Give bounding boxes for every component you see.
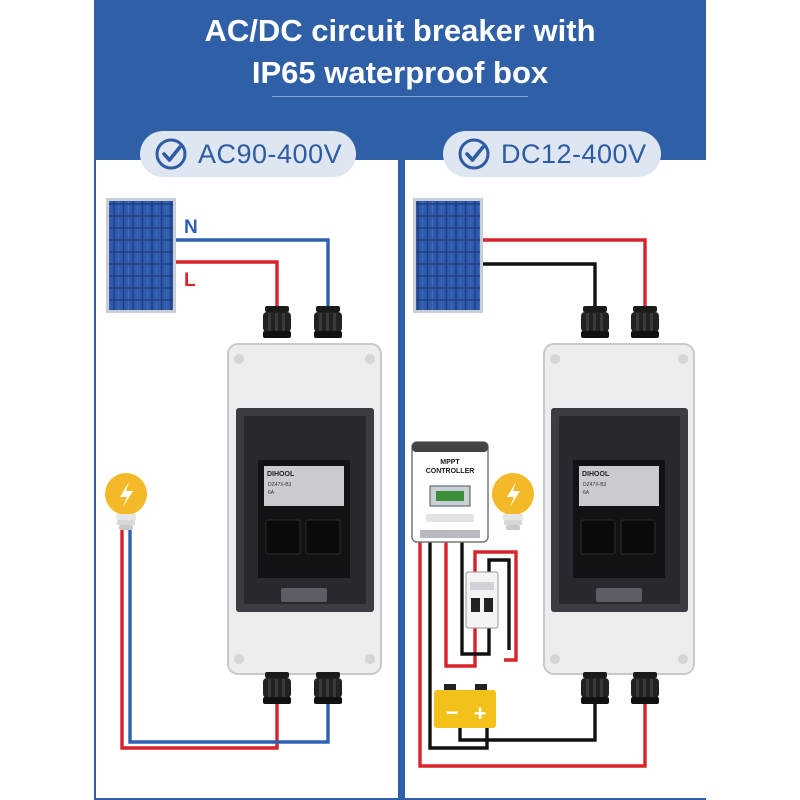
ac-voltage-label: AC90-400V — [198, 138, 343, 169]
dc-load-negative-wire — [487, 558, 511, 650]
dc-voltage-badge: DC12-400V — [443, 131, 661, 177]
dc-breaker-box: DIHOOL DZ47X-B3 6A — [543, 343, 695, 675]
dc-load-positive-wire — [473, 550, 518, 662]
dc-negative-wire-top — [483, 262, 597, 318]
battery-minus-label: − — [446, 700, 459, 725]
ac-breaker-model: DZ47X-B3 — [268, 482, 292, 488]
dc-controller-positive-wire — [444, 540, 477, 668]
ac-solar-panel — [106, 198, 176, 313]
mppt-controller-icon: MPPT CONTROLLER — [411, 441, 489, 543]
dc-solar-panel — [413, 198, 483, 313]
ac-line-wire-bottom — [120, 530, 279, 750]
dc-battery-negative-wire — [428, 540, 489, 750]
neutral-label: N — [184, 217, 198, 238]
ac-cable-gland-bottom-left — [263, 672, 291, 704]
dc-controller-negative-wire — [460, 540, 491, 656]
dc-cable-gland-bottom-right — [631, 672, 659, 704]
ac-breaker-brand: DIHOOL — [267, 471, 295, 478]
line-label: L — [184, 270, 196, 291]
dc-positive-wire-bottom — [418, 540, 647, 768]
light-bulb-icon — [105, 473, 147, 530]
page-title: AC/DC circuit breaker with IP65 waterpro… — [94, 10, 706, 94]
dc-cable-gland-bottom-left — [581, 672, 609, 704]
title-line-1: AC/DC circuit breaker with — [204, 13, 596, 48]
ac-line-wire-top — [176, 260, 279, 318]
ac-breaker-rating: 6A — [268, 490, 275, 496]
dc-voltage-label: DC12-400V — [501, 138, 647, 169]
dc-mini-breaker — [465, 571, 499, 629]
ac-cable-gland-top-left — [263, 306, 291, 338]
title-line-2: IP65 waterproof box — [251, 55, 549, 90]
controller-label-line1: MPPT — [440, 459, 460, 466]
battery-icon: − + — [434, 684, 496, 728]
dc-cable-gland-top-right — [631, 306, 659, 338]
ac-neutral-wire-bottom — [128, 530, 330, 744]
controller-label-line2: CONTROLLER — [426, 468, 475, 475]
check-circle-icon — [458, 138, 490, 170]
dc-breaker-rating: 6A — [583, 490, 590, 496]
check-circle-icon — [155, 138, 187, 170]
title-divider — [272, 96, 528, 97]
ac-cable-gland-top-right — [314, 306, 342, 338]
dc-breaker-model: DZ47X-B3 — [583, 482, 607, 488]
battery-plus-label: + — [474, 701, 487, 726]
ac-voltage-badge: AC90-400V — [140, 131, 356, 177]
dc-cable-gland-top-left — [581, 306, 609, 338]
dc-breaker-brand: DIHOOL — [582, 471, 610, 478]
light-bulb-icon — [492, 473, 534, 530]
dc-positive-wire-top — [483, 238, 647, 318]
ac-neutral-wire-top — [176, 238, 330, 318]
ac-cable-gland-bottom-right — [314, 672, 342, 704]
ac-breaker-box: DIHOOL DZ47X-B3 6A — [227, 343, 382, 675]
